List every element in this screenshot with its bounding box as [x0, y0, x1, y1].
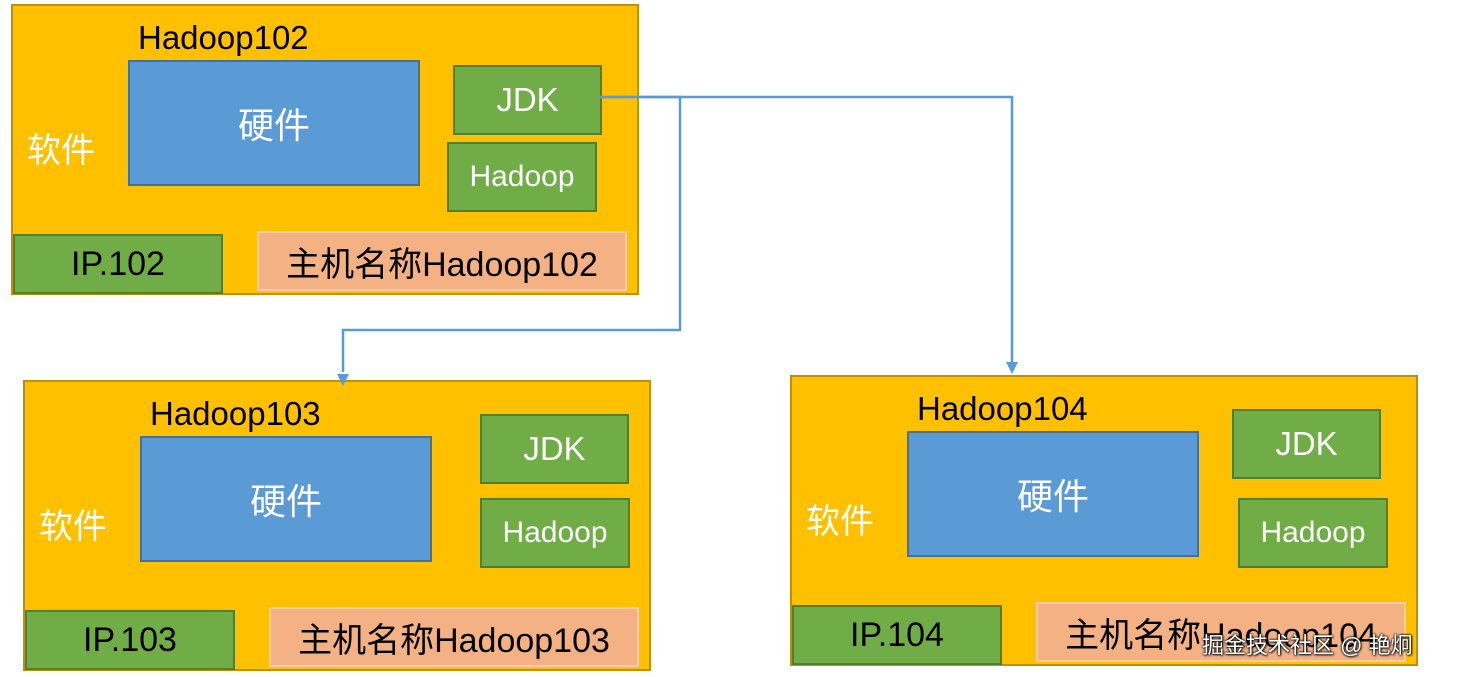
jdk-box: JDK — [480, 414, 629, 484]
node-title: Hadoop104 — [917, 390, 1088, 427]
hardware-box: 硬件 — [140, 436, 432, 562]
jdk-box: JDK — [1232, 409, 1381, 479]
jdk-box: JDK — [453, 65, 602, 135]
arrow-to-hadoop103 — [341, 95, 682, 372]
arrowhead-hadoop103 — [337, 374, 349, 386]
watermark: 掘金技术社区 @ 艳炯 — [1202, 633, 1413, 658]
arrow-to-hadoop104 — [600, 95, 1014, 366]
hostname-box: 主机名称Hadoop102 — [257, 231, 627, 291]
software-label: 软件 — [806, 503, 874, 541]
node-hadoop104: Hadoop104 软件 硬件 JDK Hadoop IP.104 主机名称Ha… — [790, 375, 1418, 666]
node-hadoop103: Hadoop103 软件 硬件 JDK Hadoop IP.103 主机名称Ha… — [23, 380, 651, 671]
software-label: 软件 — [39, 508, 107, 546]
hostname-box: 主机名称Hadoop103 — [269, 607, 639, 667]
ip-box: IP.103 — [25, 610, 235, 670]
software-label: 软件 — [27, 132, 95, 170]
hadoop-box: Hadoop — [480, 498, 630, 568]
hostname-box: 主机名称Hadoop104 — [1036, 602, 1406, 662]
arrowhead-hadoop104 — [1006, 362, 1018, 374]
node-title: Hadoop103 — [150, 395, 321, 432]
hadoop-box: Hadoop — [1238, 498, 1388, 568]
node-title: Hadoop102 — [138, 19, 309, 56]
ip-box: IP.102 — [13, 234, 223, 294]
hardware-box: 硬件 — [907, 431, 1199, 557]
hardware-box: 硬件 — [128, 60, 420, 186]
ip-box: IP.104 — [792, 605, 1002, 665]
hadoop-box: Hadoop — [447, 142, 597, 212]
node-hadoop102: Hadoop102 软件 硬件 JDK Hadoop IP.102 主机名称Ha… — [11, 4, 639, 295]
